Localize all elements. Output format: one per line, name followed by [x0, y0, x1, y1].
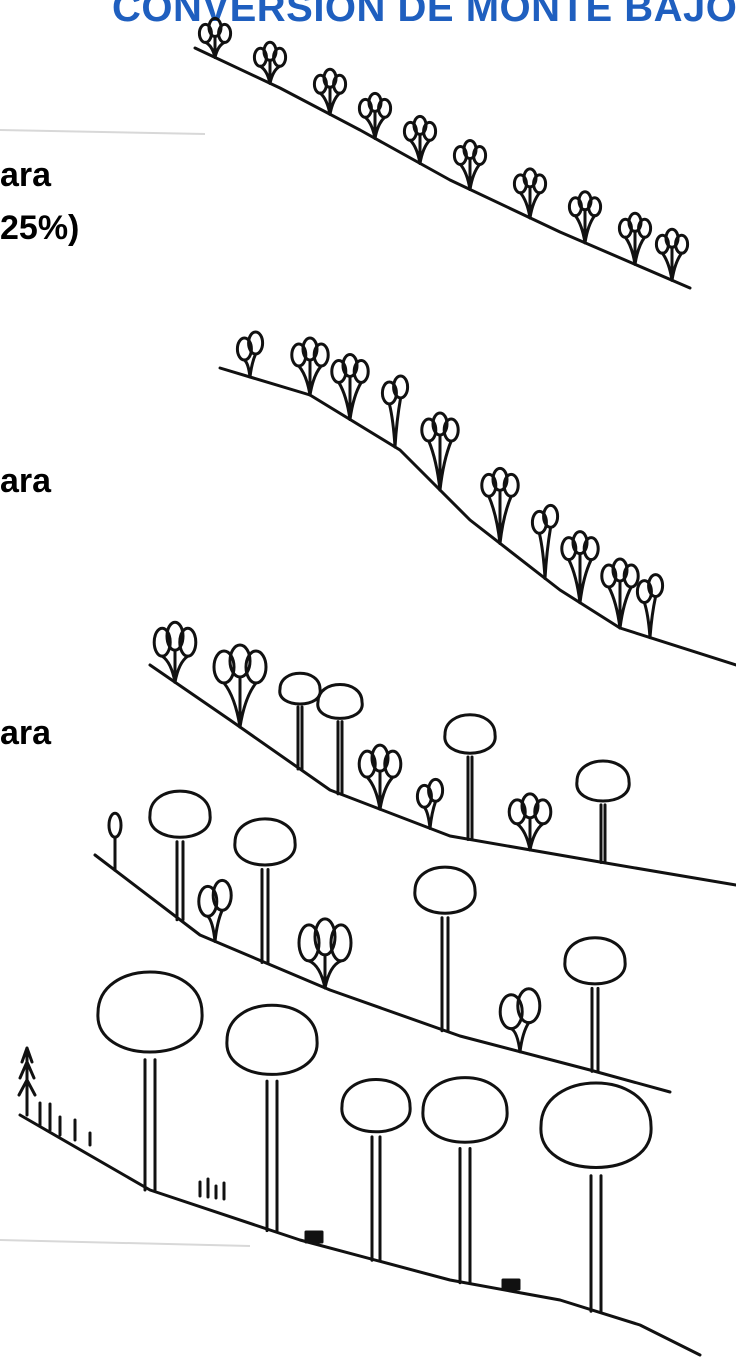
sprout-clump-4-4 [500, 989, 540, 1052]
mature-tree-5-3 [342, 1079, 410, 1260]
mature-tree-5-5 [541, 1083, 651, 1311]
divider-line-bottom [0, 1240, 250, 1246]
rock-2 [503, 1280, 519, 1289]
sprout-clump-2-2 [292, 338, 328, 395]
tree-4-1 [150, 791, 210, 920]
sprout-clump-2-7 [532, 505, 557, 578]
sprout-clump-2-3 [332, 354, 368, 419]
grass-tufts-left [40, 1103, 90, 1145]
sprout-clump-3-4 [417, 779, 442, 828]
sprout-clump-1-6 [454, 140, 485, 189]
ground-line-4 [95, 855, 670, 1092]
sprout-clump-2-1 [237, 332, 262, 377]
young-tree-3-3 [445, 715, 495, 840]
small-conifer [19, 1048, 35, 1115]
divider-line-top [0, 130, 205, 134]
sprout-clump-3-3 [359, 745, 401, 809]
sprout-clump-1-8 [569, 192, 600, 243]
sprout-4-1 [109, 813, 121, 870]
sprout-clump-2-9 [602, 559, 638, 628]
sprout-clump-2-10 [637, 575, 662, 638]
mature-tree-5-1 [98, 972, 202, 1190]
tree-4-2 [235, 819, 295, 963]
sprout-clump-4-3 [299, 919, 351, 988]
ground-line-2 [220, 368, 736, 665]
sprout-clump-2-8 [562, 532, 598, 603]
tree-4-3 [415, 867, 475, 1031]
sprout-clump-4-2 [199, 880, 231, 941]
sprout-clump-2-4 [382, 376, 407, 447]
tree-4-4 [565, 938, 625, 1072]
young-tree-3-1 [280, 673, 320, 769]
sprout-clump-3-5 [509, 794, 551, 850]
grass-tufts-mid [200, 1179, 224, 1199]
young-tree-3-4 [577, 761, 629, 862]
young-tree-3-2 [318, 685, 362, 794]
sprout-clump-1-7 [514, 169, 545, 218]
rock-1 [306, 1232, 322, 1242]
ground-line-5 [20, 1115, 700, 1355]
sprout-clump-1-10 [656, 229, 687, 280]
mature-tree-5-2 [227, 1005, 317, 1230]
sprout-clump-1-9 [619, 213, 650, 264]
mature-tree-5-4 [423, 1078, 507, 1283]
